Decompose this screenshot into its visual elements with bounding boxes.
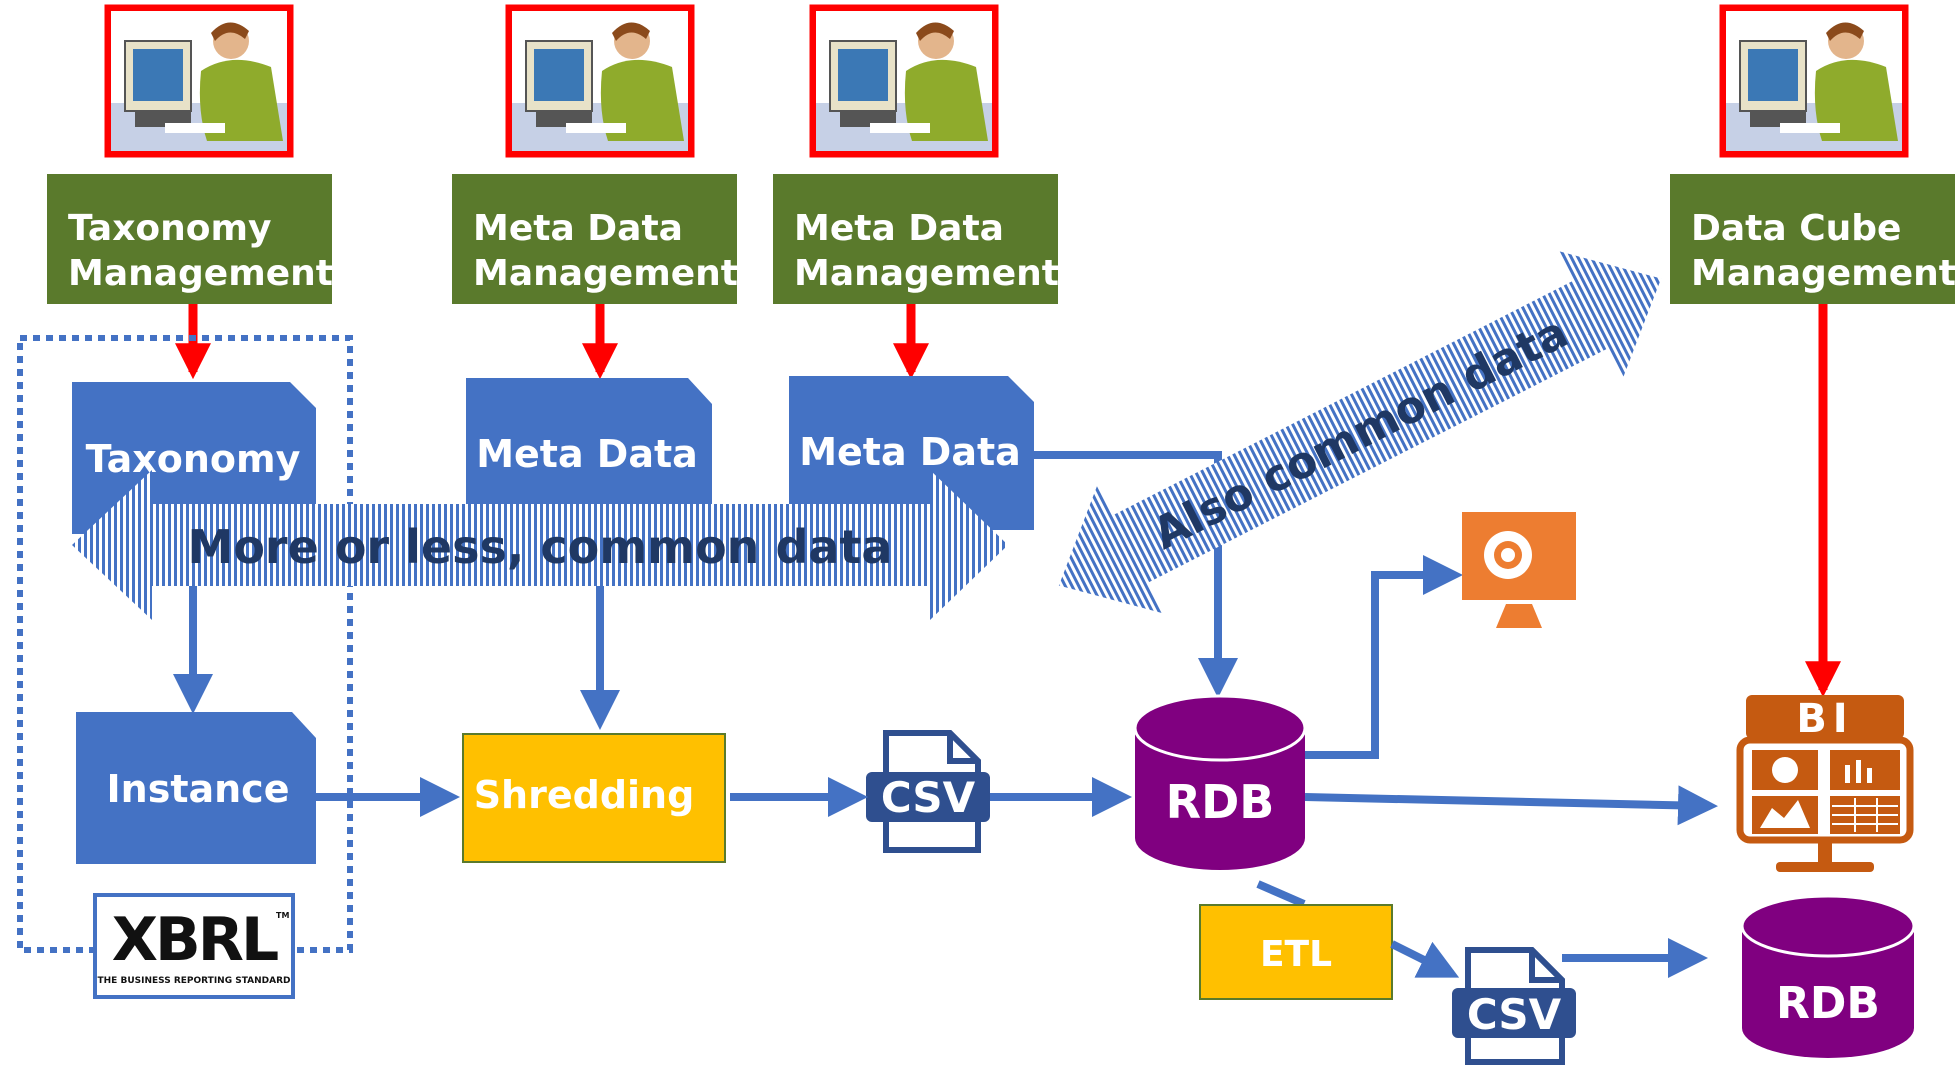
- also-common-data-arrow: Also common data: [1058, 250, 1662, 614]
- meta2-management-line1: Meta Data: [794, 208, 1004, 249]
- instance-document: Instance: [76, 712, 316, 864]
- meta-data-management-box-1: Meta Data Management: [452, 174, 738, 304]
- arrow-rdb-to-browser: [1305, 555, 1463, 759]
- user-picture-taxonomy: [104, 4, 294, 158]
- pie-chart-icon: [1772, 757, 1798, 783]
- csv-file-icon-1: CSV: [866, 730, 990, 853]
- meta-data-management-box-2: Meta Data Management: [773, 174, 1059, 304]
- taxonomy-doc-label: Taxonomy: [86, 437, 301, 481]
- data-cube-management-box: Data Cube Management: [1670, 174, 1956, 304]
- common-data-label: More or less, common data: [188, 520, 893, 574]
- browser-monitor-icon: [1462, 512, 1576, 628]
- meta-data-document-1: Meta Data: [466, 378, 712, 532]
- meta1-doc-label: Meta Data: [476, 432, 698, 476]
- cube-management-line2: Management: [1691, 253, 1956, 294]
- shredding-process: Shredding: [462, 733, 726, 863]
- csv2-label: CSV: [1467, 990, 1562, 1039]
- instance-doc-label: Instance: [107, 767, 290, 811]
- meta2-management-line2: Management: [794, 253, 1059, 294]
- taxonomy-management-line2: Management: [68, 253, 333, 294]
- arrow-etl-to-csv: [1390, 940, 1460, 978]
- bi-dashboard-icon: BI: [1736, 695, 1914, 872]
- common-data-arrow: More or less, common data: [72, 470, 1008, 620]
- rdb2-label: RDB: [1776, 978, 1880, 1029]
- xbrl-wordmark: XBRL: [112, 905, 278, 975]
- arrow-rdb-to-etl: [1256, 880, 1306, 908]
- csv-file-icon-2: CSV: [1452, 947, 1576, 1065]
- user-picture-cube: [1719, 4, 1909, 158]
- area-chart-icon: [1760, 800, 1810, 828]
- user-picture-meta1: [505, 4, 695, 158]
- meta2-doc-label: Meta Data: [799, 430, 1021, 474]
- meta1-management-line2: Management: [473, 253, 738, 294]
- rdb-database-2: RDB: [1740, 894, 1916, 1058]
- taxonomy-management-line1: Taxonomy: [68, 208, 272, 249]
- meta1-management-line1: Meta Data: [473, 208, 683, 249]
- taxonomy-management-box: Taxonomy Management: [47, 174, 333, 304]
- etl-process: ETL: [1199, 904, 1393, 1000]
- user-picture-meta2: [809, 4, 999, 158]
- xbrl-logo: XBRL TM THE BUSINESS REPORTING STANDARD: [93, 893, 295, 999]
- cube-management-line1: Data Cube: [1691, 208, 1901, 249]
- csv1-label: CSV: [881, 773, 976, 822]
- rdb-database-1: RDB: [1133, 694, 1307, 870]
- xbrl-tagline: THE BUSINESS REPORTING STANDARD: [98, 976, 291, 986]
- meta-data-document-2: Meta Data: [789, 376, 1034, 530]
- bi-label: BI: [1796, 696, 1853, 742]
- xbrl-trademark: TM: [276, 911, 289, 920]
- shredding-label: Shredding: [474, 773, 695, 817]
- arrow-rdb-to-bi: [1304, 785, 1718, 826]
- etl-label: ETL: [1260, 934, 1332, 975]
- arrow-meta2-to-rdb: [1034, 451, 1238, 698]
- rdb1-label: RDB: [1166, 775, 1275, 829]
